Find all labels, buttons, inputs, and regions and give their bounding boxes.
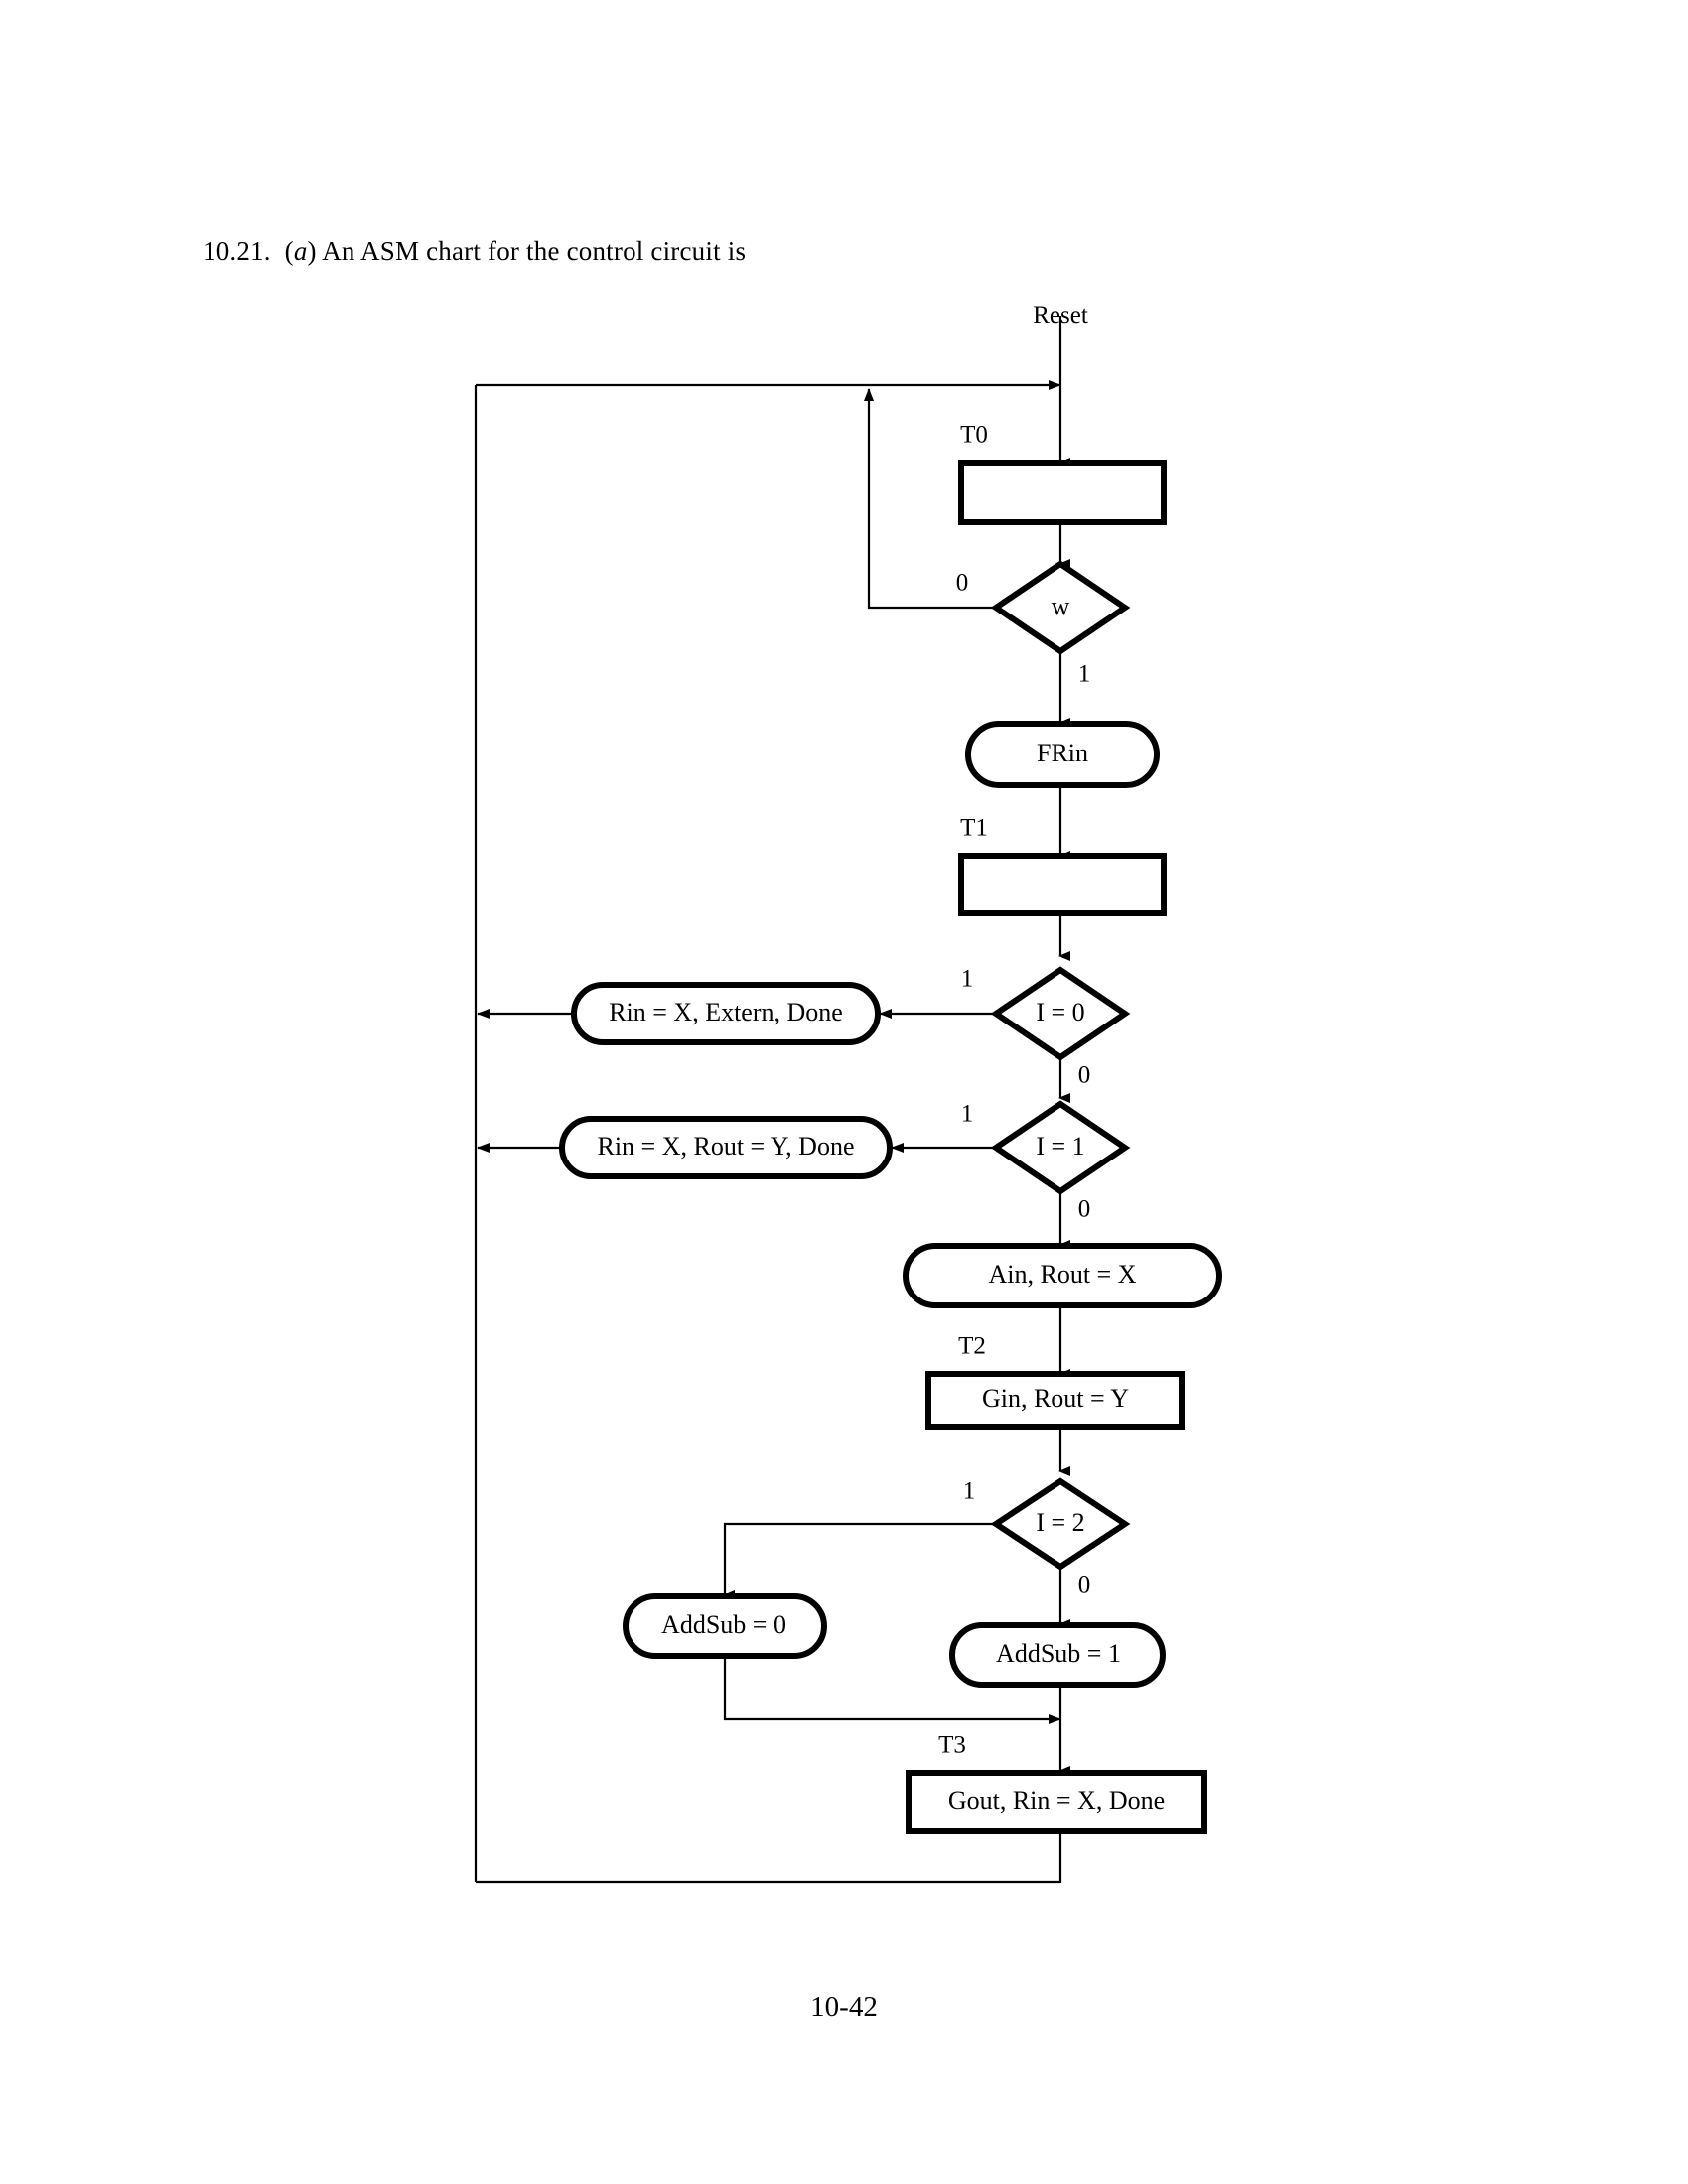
- state-box-t3: [906, 1770, 1207, 1834]
- state-name-t1: T1: [960, 815, 988, 842]
- branch-label-w-true: 1: [1078, 661, 1091, 688]
- decision-diamond-i0: [990, 966, 1131, 1061]
- branch-label-i0-true: 1: [961, 966, 974, 993]
- state-name-t3: T3: [938, 1732, 966, 1759]
- state-name-t0: T0: [960, 422, 988, 449]
- part-paren-close: ): [307, 236, 317, 266]
- decision-diamond-i1: [990, 1100, 1131, 1195]
- cond-output-frin-label: FRin: [1037, 739, 1088, 767]
- state-output-t2: Gin, Rout = Y: [982, 1384, 1129, 1413]
- cond-output-ain: [903, 1243, 1222, 1308]
- branch-label-w-false: 0: [956, 570, 969, 597]
- cond-output-addsub0-label: AddSub = 0: [661, 1610, 786, 1639]
- part-letter: a: [293, 236, 308, 266]
- cond-output-frin: [965, 721, 1160, 788]
- cond-output-ain-label: Ain, Rout = X: [988, 1260, 1136, 1289]
- reset-entry-label: Reset: [1033, 302, 1088, 329]
- state-box-t0: [958, 460, 1167, 525]
- cond-output-addsub1: [949, 1622, 1166, 1688]
- decision-diamond-i2: [990, 1477, 1131, 1570]
- decision-condition-i1: I = 1: [1036, 1132, 1084, 1160]
- branch-label-i1-true: 1: [961, 1101, 974, 1128]
- cond-output-routy-label: Rin = X, Rout = Y, Done: [597, 1132, 854, 1160]
- decision-condition-i0: I = 0: [1036, 998, 1084, 1026]
- problem-number: 10.21.: [203, 236, 271, 266]
- state-output-t3: Gout, Rin = X, Done: [948, 1786, 1165, 1815]
- part-paren-open: (: [284, 236, 294, 266]
- branch-label-i0-false: 0: [1078, 1062, 1091, 1089]
- state-box-t1: [958, 853, 1167, 916]
- heading-text: An ASM chart for the control circuit is: [322, 236, 747, 266]
- cond-output-extern: [571, 982, 881, 1045]
- decision-diamond-w: [990, 560, 1131, 655]
- state-name-t2: T2: [958, 1333, 986, 1360]
- cond-output-addsub0: [623, 1593, 827, 1659]
- edge-addsub0-to-merge: [723, 1656, 1061, 1724]
- edge-i2-true-to-addsub0: [723, 1522, 996, 1600]
- decision-condition-i2: I = 2: [1036, 1508, 1084, 1537]
- cond-output-routy: [559, 1116, 893, 1179]
- branch-label-i2-false: 0: [1078, 1572, 1091, 1599]
- cond-output-extern-label: Rin = X, Extern, Done: [609, 998, 843, 1026]
- state-box-t2: [925, 1371, 1185, 1430]
- cond-output-addsub1-label: AddSub = 1: [996, 1639, 1121, 1668]
- problem-heading: 10.21. (a) An ASM chart for the control …: [203, 236, 746, 267]
- decision-condition-w: w: [1052, 592, 1070, 620]
- branch-label-i2-true: 1: [963, 1478, 976, 1505]
- edge-w0-feedback: [864, 388, 996, 610]
- page-number: 10-42: [810, 1991, 878, 2023]
- branch-label-i1-false: 0: [1078, 1196, 1091, 1223]
